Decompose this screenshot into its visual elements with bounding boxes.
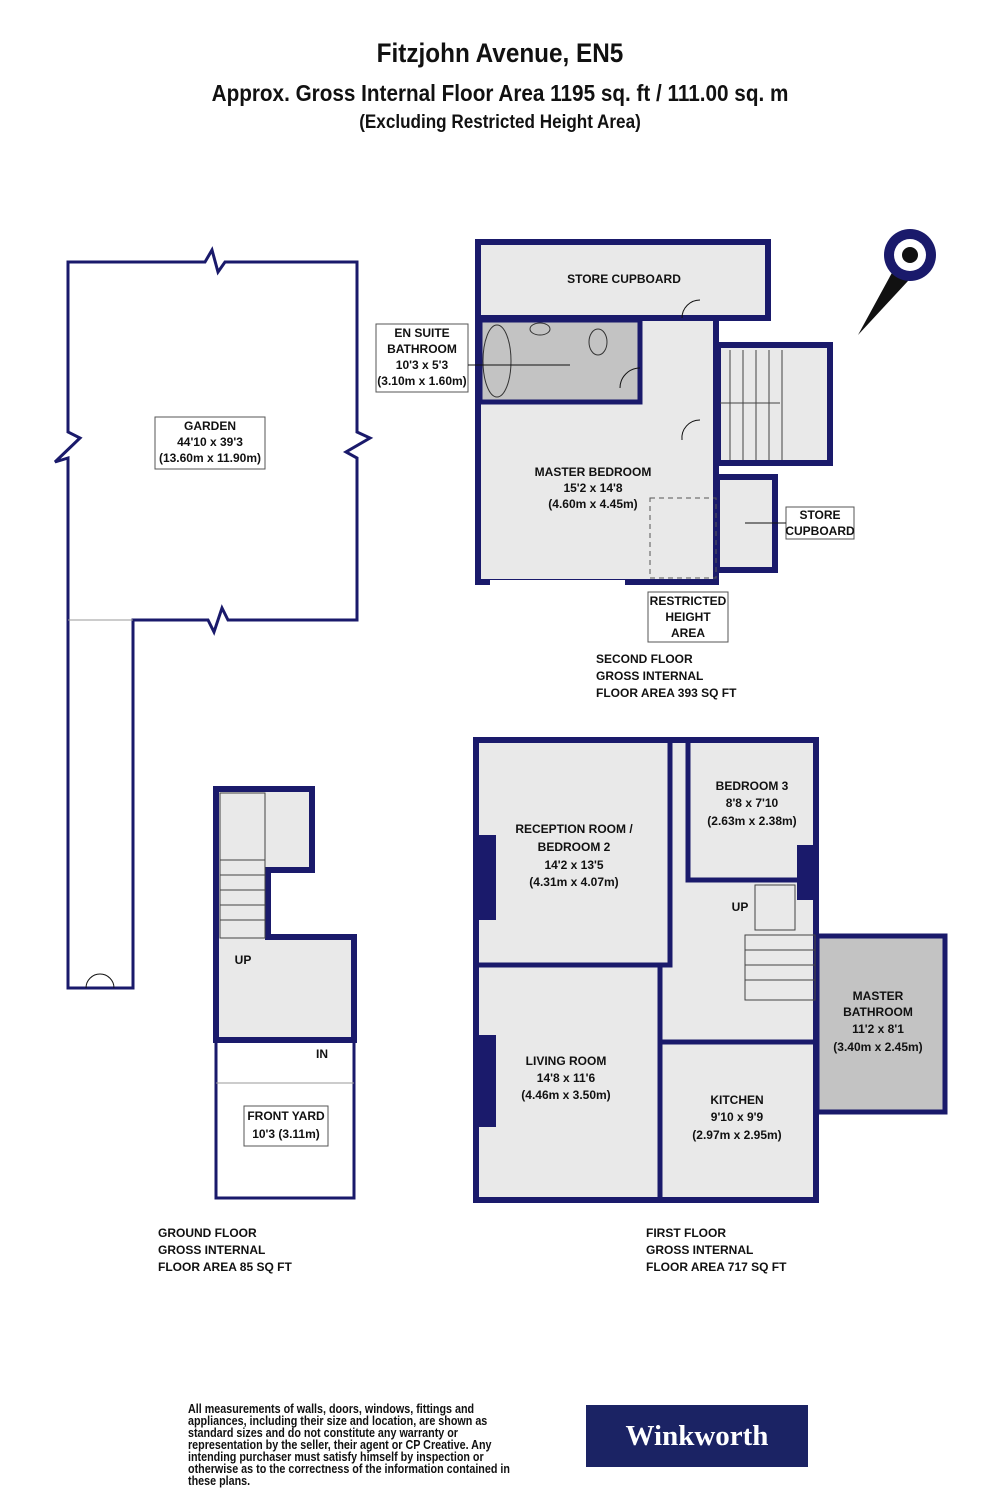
master-bedroom-label: MASTER BEDROOM <box>535 465 652 479</box>
second-floor: STORE CUPBOARD EN SUITE BATHROOM 10'3 x … <box>375 239 855 700</box>
ground-floor-label: GROUND FLOOR <box>158 1226 257 1240</box>
garden-dim-imperial: 44'10 x 39'3 <box>177 435 243 449</box>
master-bathroom-dim-imperial: 11'2 x 8'1 <box>852 1022 904 1036</box>
restricted-label: RESTRICTED <box>650 594 727 608</box>
exclusion-note: (Excluding Restricted Height Area) <box>359 112 641 133</box>
second-floor-label-2: GROSS INTERNAL <box>596 669 703 683</box>
compass-icon <box>858 229 936 335</box>
kitchen-label: KITCHEN <box>710 1093 763 1107</box>
ground-floor-area: FLOOR AREA 85 SQ FT <box>158 1260 292 1274</box>
second-floor-area: FLOOR AREA 393 SQ FT <box>596 686 737 700</box>
living-room-dim-metric: (4.46m x 3.50m) <box>521 1088 610 1102</box>
master-bathroom-dim-metric: (3.40m x 2.45m) <box>833 1040 922 1054</box>
floor-area-subtitle: Approx. Gross Internal Floor Area 1195 s… <box>211 80 789 106</box>
master-bathroom-label: MASTER <box>853 989 904 1003</box>
entrance-marker: IN <box>316 1047 328 1061</box>
bedroom3-dim-imperial: 8'8 x 7'10 <box>726 796 779 810</box>
reception-label-2: BEDROOM 2 <box>538 840 611 854</box>
disclaimer: All measurements of walls, doors, window… <box>188 1402 510 1488</box>
first-floor-area: FLOOR AREA 717 SQ FT <box>646 1260 787 1274</box>
master-bedroom-dim-metric: (4.60m x 4.45m) <box>548 497 637 511</box>
restricted-label-3: AREA <box>671 626 705 640</box>
en-suite-dim-metric: (3.10m x 1.60m) <box>377 374 466 388</box>
garden-dim-metric: (13.60m x 11.90m) <box>159 451 261 465</box>
brand-logo: Winkworth <box>586 1405 808 1467</box>
store-cupboard-side-label: STORE <box>799 508 840 522</box>
first-floor-label: FIRST FLOOR <box>646 1226 726 1240</box>
restricted-label-2: HEIGHT <box>665 610 711 624</box>
master-bathroom-label-2: BATHROOM <box>843 1005 913 1019</box>
up-marker-ground: UP <box>235 953 252 967</box>
garden-label: GARDEN <box>184 419 236 433</box>
reception-label: RECEPTION ROOM / <box>515 822 633 836</box>
living-room-dim-imperial: 14'8 x 11'6 <box>537 1071 596 1085</box>
first-floor: RECEPTION ROOM / BEDROOM 2 14'2 x 13'5 (… <box>473 737 948 1274</box>
first-floor-label-2: GROSS INTERNAL <box>646 1243 753 1257</box>
store-cupboard-label: STORE CUPBOARD <box>567 272 681 286</box>
ground-floor-label-2: GROSS INTERNAL <box>158 1243 265 1257</box>
bedroom3-label: BEDROOM 3 <box>716 779 789 793</box>
store-cupboard-side-label-2: CUPBOARD <box>785 524 855 538</box>
ground-floor: UP IN FRONT YARD 10'3 (3.11m) GROUND FLO… <box>158 786 357 1274</box>
master-bedroom-dim-imperial: 15'2 x 14'8 <box>563 481 622 495</box>
front-yard-dim: 10'3 (3.11m) <box>252 1127 320 1141</box>
up-marker: UP <box>732 900 749 914</box>
front-yard-label: FRONT YARD <box>247 1109 325 1123</box>
living-room-label: LIVING ROOM <box>526 1054 607 1068</box>
kitchen-dim-imperial: 9'10 x 9'9 <box>711 1110 764 1124</box>
en-suite-label: EN SUITE <box>394 326 449 340</box>
reception-dim-imperial: 14'2 x 13'5 <box>544 858 603 872</box>
garden: GARDEN 44'10 x 39'3 (13.60m x 11.90m) <box>53 246 374 990</box>
second-floor-label: SECOND FLOOR <box>596 652 693 666</box>
kitchen-dim-metric: (2.97m x 2.95m) <box>692 1128 781 1142</box>
en-suite-label-2: BATHROOM <box>387 342 457 356</box>
reception-dim-metric: (4.31m x 4.07m) <box>529 875 618 889</box>
page-title: Fitzjohn Avenue, EN5 <box>376 38 624 68</box>
en-suite-dim-imperial: 10'3 x 5'3 <box>396 358 449 372</box>
bedroom3-dim-metric: (2.63m x 2.38m) <box>707 814 796 828</box>
